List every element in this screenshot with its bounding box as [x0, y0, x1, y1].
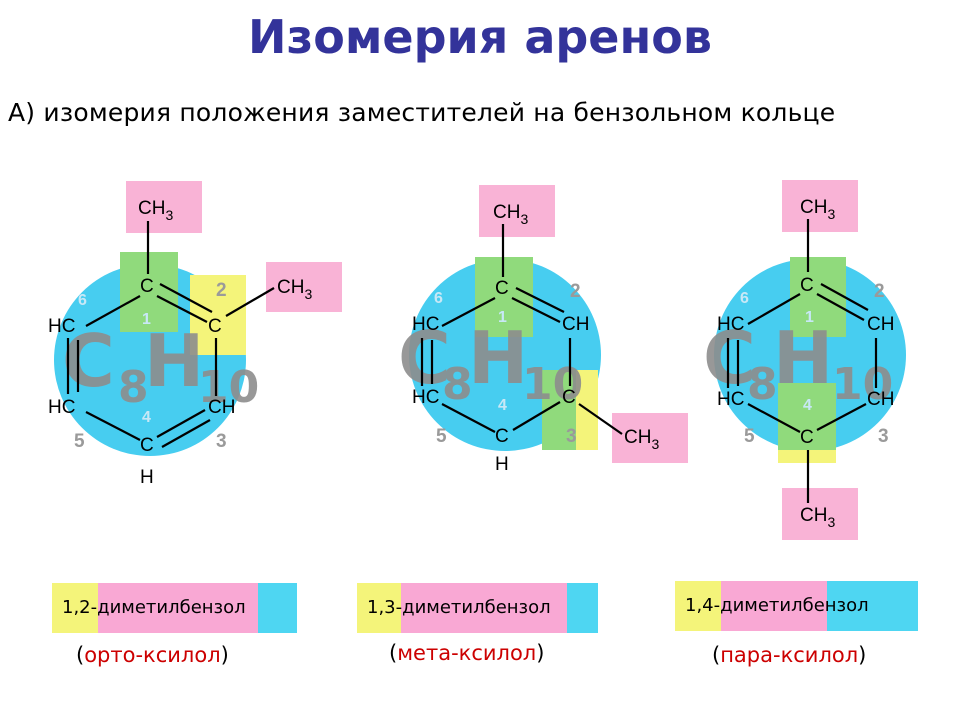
ortho-c6: HC	[48, 316, 75, 337]
para-trivial-name: (пара-ксилол)	[712, 643, 867, 667]
meta-num-6: 6	[434, 290, 443, 307]
ortho-ch3-side: CH3	[277, 277, 312, 302]
ortho-num-1: 1	[142, 311, 151, 328]
meta-c5: HC	[412, 387, 439, 408]
ortho-num-6: 6	[78, 292, 87, 309]
para-systematic-name: 1,4-диметилбензол	[685, 595, 869, 616]
para-c5: HC	[717, 389, 744, 410]
meta-num-2: 2	[570, 281, 581, 302]
meta-num-1: 1	[498, 309, 507, 326]
formula-c: C	[62, 319, 115, 403]
meta-xylene-structure: C8H10 CH3 CH3 C CH HC HC C C H 1 2 3 4 5…	[398, 185, 688, 475]
ortho-num-2: 2	[216, 280, 227, 301]
para-methyl-box-top	[782, 180, 858, 232]
ortho-num-3: 3	[216, 431, 227, 452]
formula-h-sub: 10	[198, 362, 259, 413]
para-highlight-pos1	[790, 257, 846, 337]
meta-methyl-box-top	[479, 185, 555, 237]
para-methyl-box-bottom	[782, 488, 858, 540]
ortho-c5: HC	[48, 397, 75, 418]
meta-num-3: 3	[566, 426, 577, 447]
para-ch3-bottom: CH3	[800, 505, 835, 530]
para-c2: CH	[867, 314, 894, 335]
para-num-5: 5	[744, 426, 755, 447]
para-num-1: 1	[805, 309, 814, 326]
para-ring-circle	[714, 259, 906, 451]
ortho-ch3-top: CH3	[138, 198, 173, 223]
page-title: Изомерия аренов	[248, 10, 712, 64]
para-name-box: 1,4-диметилбензол	[675, 581, 918, 631]
ortho-name-box: 1,2-диметилбензол	[52, 583, 297, 633]
para-c3: CH	[867, 389, 894, 410]
meta-num-5: 5	[436, 426, 447, 447]
section-subtitle: А) изомерия положения заместителей на бе…	[8, 98, 836, 127]
meta-num-4: 4	[498, 397, 507, 414]
ortho-methyl-box-side	[266, 262, 342, 312]
ortho-highlight-pos2	[190, 275, 246, 355]
ortho-xylene-structure: C8H10 CH3 CH3 C C HC HC CH C H 1 2 3 4 5…	[48, 181, 342, 488]
meta-trivial-name: (мета-ксилол)	[389, 641, 545, 665]
para-num-6: 6	[740, 290, 749, 307]
meta-c2: CH	[562, 314, 589, 335]
para-num-2: 2	[874, 281, 885, 302]
meta-c4-h: H	[495, 454, 509, 475]
ortho-c4-h: H	[140, 467, 154, 488]
ortho-c4: C	[140, 435, 154, 456]
para-xylene-structure: C8H10 CH3 CH3 C CH HC HC CH C 1 2 3 4 5 …	[703, 180, 906, 540]
ortho-methyl-box-top	[126, 181, 202, 233]
para-highlight-pos4	[778, 383, 836, 463]
ortho-c2: C	[208, 316, 222, 337]
meta-methyl-box-side	[612, 413, 688, 463]
para-num-3: 3	[878, 426, 889, 447]
meta-c3: C	[562, 387, 576, 408]
ortho-systematic-name: 1,2-диметилбензол	[62, 597, 246, 618]
para-c6: HC	[717, 314, 744, 335]
meta-c4: C	[495, 426, 509, 447]
ortho-formula: C8H10	[62, 319, 259, 413]
para-c1: C	[800, 275, 814, 296]
para-num-4: 4	[803, 397, 812, 414]
meta-c6: HC	[412, 314, 439, 335]
ortho-trivial-name: (орто-ксилол)	[76, 643, 229, 667]
para-ch3-top: CH3	[800, 197, 835, 222]
ortho-c3: CH	[208, 397, 235, 418]
para-formula: C8H10	[703, 316, 893, 410]
meta-ch3-side: CH3	[624, 427, 659, 452]
meta-ch3-top: CH3	[493, 202, 528, 227]
formula-c-sub: 8	[118, 362, 149, 413]
meta-name-box: 1,3-диметилбензол	[357, 583, 598, 633]
meta-systematic-name: 1,3-диметилбензол	[367, 597, 551, 618]
ortho-num-5: 5	[74, 431, 85, 452]
ortho-c1: C	[140, 276, 154, 297]
meta-formula: C8H10	[398, 316, 583, 410]
formula-h: H	[144, 319, 204, 403]
meta-c1: C	[495, 278, 509, 299]
ortho-num-4: 4	[142, 409, 151, 426]
para-c4: C	[800, 427, 814, 448]
